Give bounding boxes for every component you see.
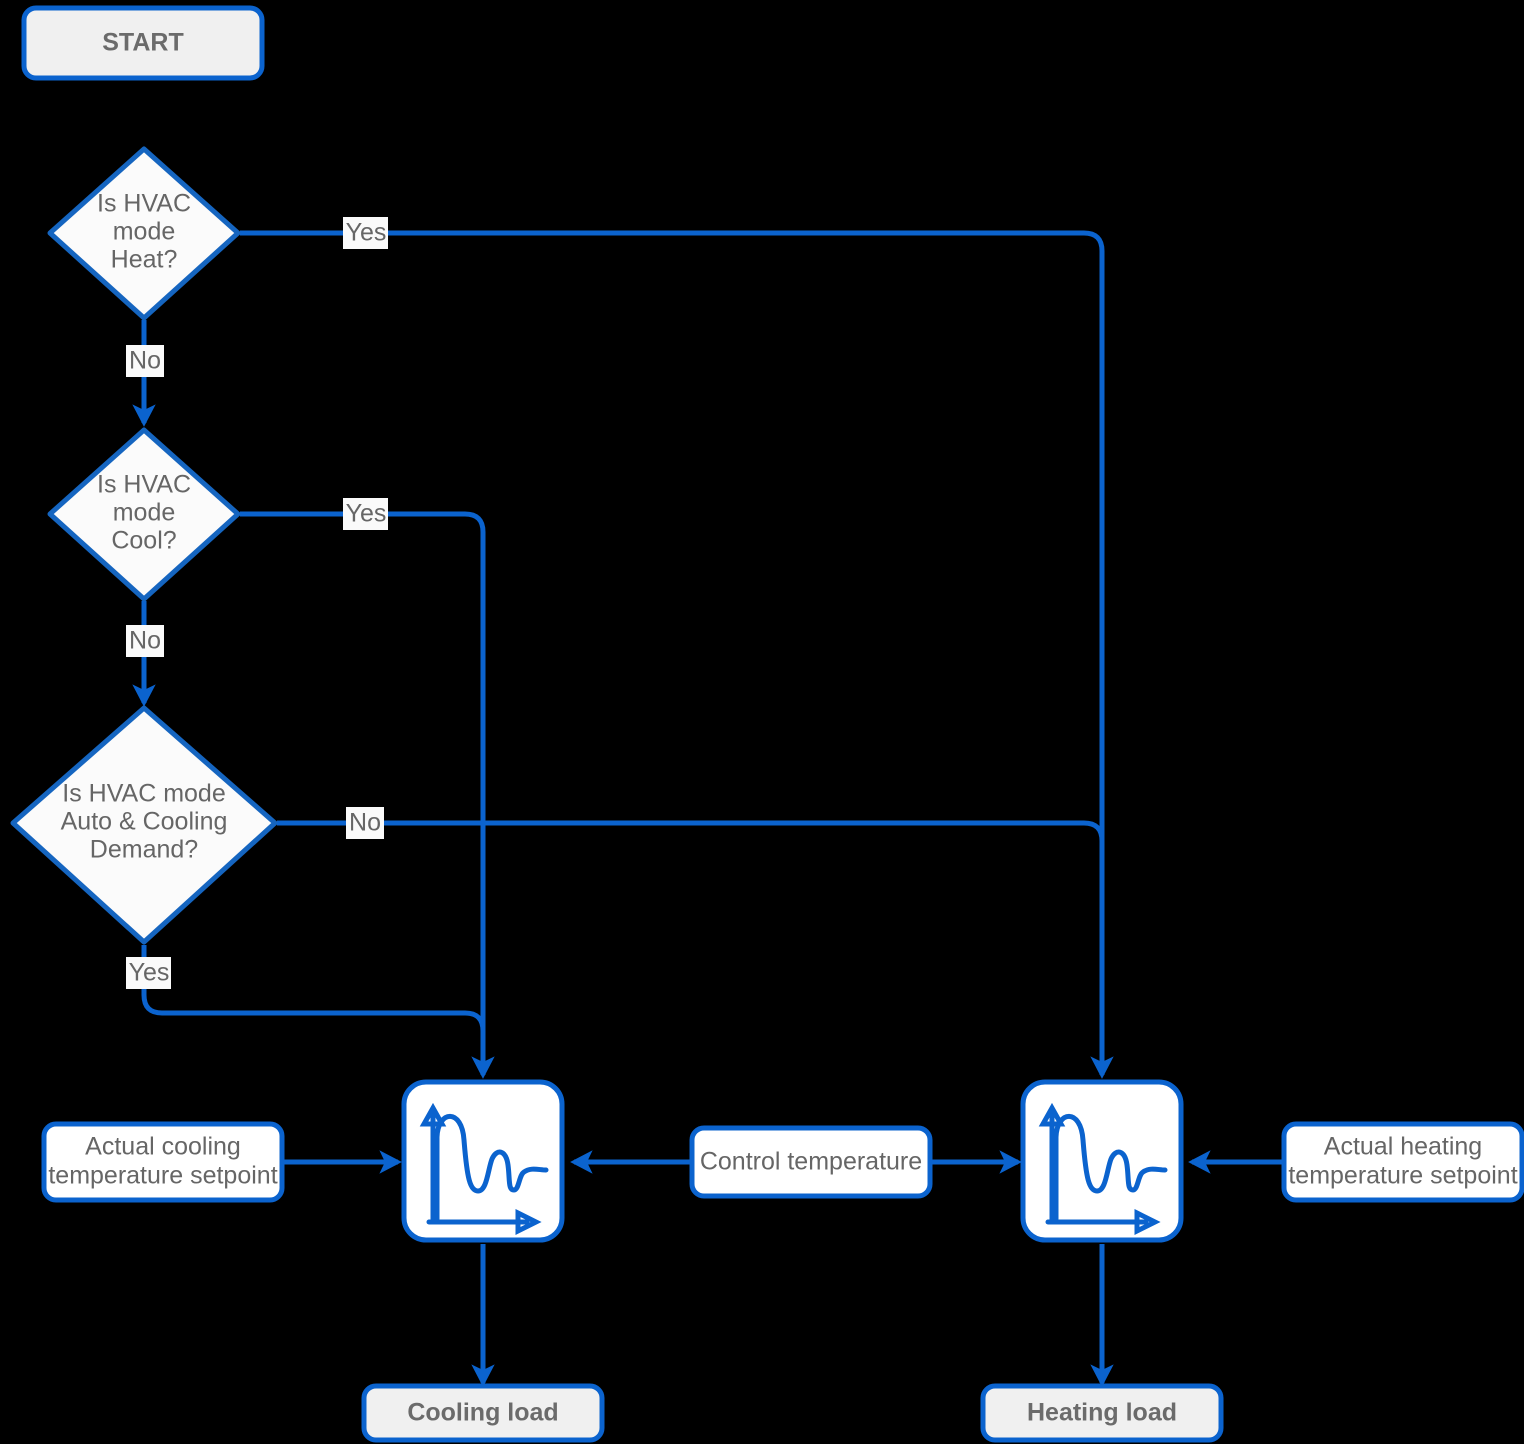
edge-label-cool-yes: Yes: [343, 498, 388, 530]
node-decision-auto-line3: Demand?: [90, 836, 198, 864]
node-heating-setpoint[interactable]: Actual heating temperature setpoint: [1281, 1121, 1524, 1203]
node-decision-heat-line1: Is HVAC: [97, 190, 191, 218]
node-start[interactable]: START: [21, 5, 265, 81]
edge-label-layer: Yes No Yes No No Yes: [126, 217, 388, 989]
svg-text:Yes: Yes: [346, 219, 387, 247]
edge-label-cool-no: No: [126, 625, 164, 657]
node-decision-cool[interactable]: Is HVAC mode Cool?: [47, 427, 241, 602]
control-response-curve-icon: [1038, 1102, 1168, 1236]
node-decision-cool-line2: mode: [113, 499, 176, 527]
node-control-temperature[interactable]: Control temperature: [689, 1125, 933, 1199]
svg-text:No: No: [349, 809, 381, 837]
node-decision-heat-line2: mode: [113, 218, 176, 246]
node-decision-auto[interactable]: Is HVAC mode Auto & Cooling Demand?: [10, 705, 278, 945]
node-cooling-load-label: Cooling load: [407, 1399, 558, 1427]
svg-text:Yes: Yes: [129, 959, 170, 987]
edge-layer: [132, 230, 1286, 1387]
svg-text:No: No: [129, 627, 161, 655]
node-heating-controller[interactable]: [1020, 1079, 1184, 1243]
node-cooling-setpoint-line2: temperature setpoint: [48, 1162, 277, 1190]
edge-cool-yes: [240, 511, 495, 1079]
node-cooling-controller[interactable]: [401, 1079, 565, 1243]
edge-label-auto-no: No: [346, 807, 384, 839]
control-response-curve-icon: [419, 1102, 549, 1236]
node-decision-heat[interactable]: Is HVAC mode Heat?: [47, 146, 241, 321]
edge-auto-no: [277, 820, 1105, 842]
node-heating-load-label: Heating load: [1027, 1399, 1177, 1427]
node-decision-auto-line2: Auto & Cooling: [61, 808, 228, 836]
node-cooling-load[interactable]: Cooling load: [361, 1383, 605, 1443]
edge-heat-yes: [240, 230, 1114, 1079]
node-cooling-setpoint[interactable]: Actual cooling temperature setpoint: [41, 1121, 285, 1203]
node-decision-auto-line1: Is HVAC mode: [62, 780, 225, 808]
node-heating-load[interactable]: Heating load: [980, 1383, 1224, 1443]
node-heating-setpoint-line2: temperature setpoint: [1288, 1162, 1517, 1190]
svg-text:No: No: [129, 347, 161, 375]
node-control-temperature-label: Control temperature: [700, 1148, 922, 1176]
edge-label-auto-yes: Yes: [126, 957, 171, 989]
svg-text:Yes: Yes: [346, 500, 387, 528]
node-cooling-setpoint-line1: Actual cooling: [85, 1133, 241, 1161]
node-heating-setpoint-line1: Actual heating: [1324, 1133, 1482, 1161]
edge-label-heat-no: No: [126, 345, 164, 377]
edge-label-heat-yes: Yes: [343, 217, 388, 249]
node-decision-heat-line3: Heat?: [111, 246, 178, 274]
node-start-label: START: [102, 29, 183, 57]
edge-auto-yes: [141, 945, 486, 1032]
node-decision-cool-line1: Is HVAC: [97, 471, 191, 499]
node-decision-cool-line3: Cool?: [111, 527, 176, 555]
